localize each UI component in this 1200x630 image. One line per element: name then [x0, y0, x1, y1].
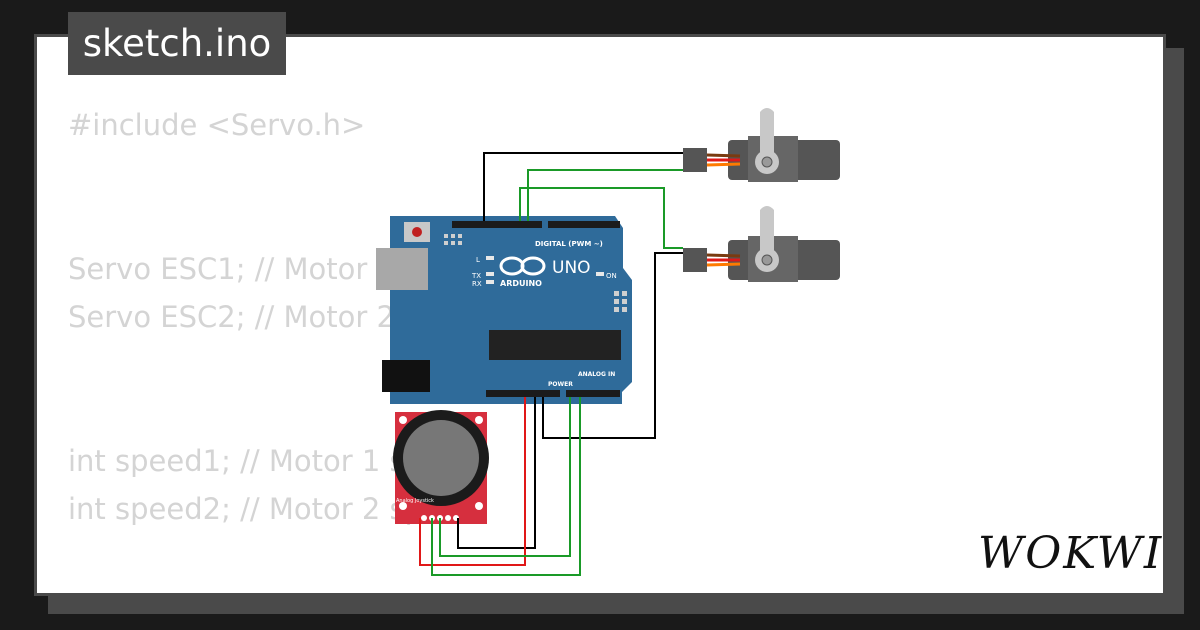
analog-header — [566, 390, 620, 397]
digital-label: DIGITAL (PWM ~) — [535, 240, 603, 248]
wokwi-logo[interactable]: WOKWI — [978, 528, 1164, 579]
servo-connector — [683, 248, 707, 272]
digital-header-right — [548, 221, 620, 228]
power-label: POWER — [548, 381, 573, 388]
board-brand: ARDUINO — [500, 279, 542, 288]
led-tx-label: TX — [471, 272, 481, 280]
led-l-label: L — [476, 256, 480, 264]
analog-label: ANALOG IN — [578, 371, 615, 378]
servo-motor-1[interactable] — [683, 108, 840, 182]
power-jack — [382, 360, 430, 392]
atmega-chip — [489, 330, 621, 360]
arduino-uno-board[interactable]: L TX RX ON DIGITAL (PWM ~) POWER ANALOG … — [376, 216, 632, 404]
project-title[interactable]: sketch.ino — [68, 12, 286, 75]
wires — [419, 152, 683, 576]
power-header — [486, 390, 560, 397]
servo-connector — [683, 148, 707, 172]
servo-horn — [760, 206, 774, 256]
joystick-label: Analog Joystick — [396, 498, 434, 504]
servo-horn — [760, 108, 774, 158]
arduino-logo — [499, 256, 546, 276]
usb-port — [376, 248, 428, 290]
servo-motor-2[interactable] — [683, 206, 840, 282]
led-rx-label: RX — [472, 280, 482, 288]
analog-joystick[interactable]: Analog Joystick — [393, 410, 489, 524]
board-name: UNO — [552, 258, 591, 278]
digital-header-left — [452, 221, 542, 228]
code-line: Servo ESC2; // Motor 2 — [68, 300, 395, 334]
led-on-label: ON — [606, 272, 617, 280]
code-line: Servo ESC1; // Motor — [68, 252, 368, 286]
code-line: #include <Servo.h> — [68, 108, 366, 142]
